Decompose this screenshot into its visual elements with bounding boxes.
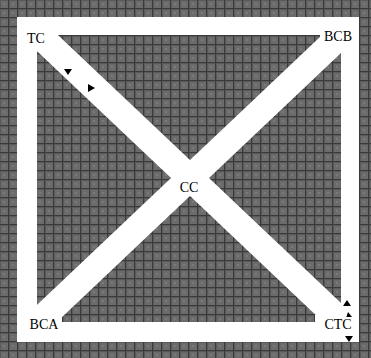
direction-markers: [64, 69, 353, 342]
place-label: BCA: [29, 317, 60, 332]
ring-corridor: [17, 17, 359, 342]
place-label: CC: [179, 180, 200, 195]
diagonal-corridor: [40, 36, 340, 320]
place-label: BCB: [323, 29, 353, 44]
corner-clearing: [17, 315, 62, 342]
place-label: CTC: [323, 317, 352, 332]
place-label: TC: [26, 31, 46, 46]
corner-clearing: [315, 315, 359, 342]
diagonal-corridor: [40, 36, 340, 320]
